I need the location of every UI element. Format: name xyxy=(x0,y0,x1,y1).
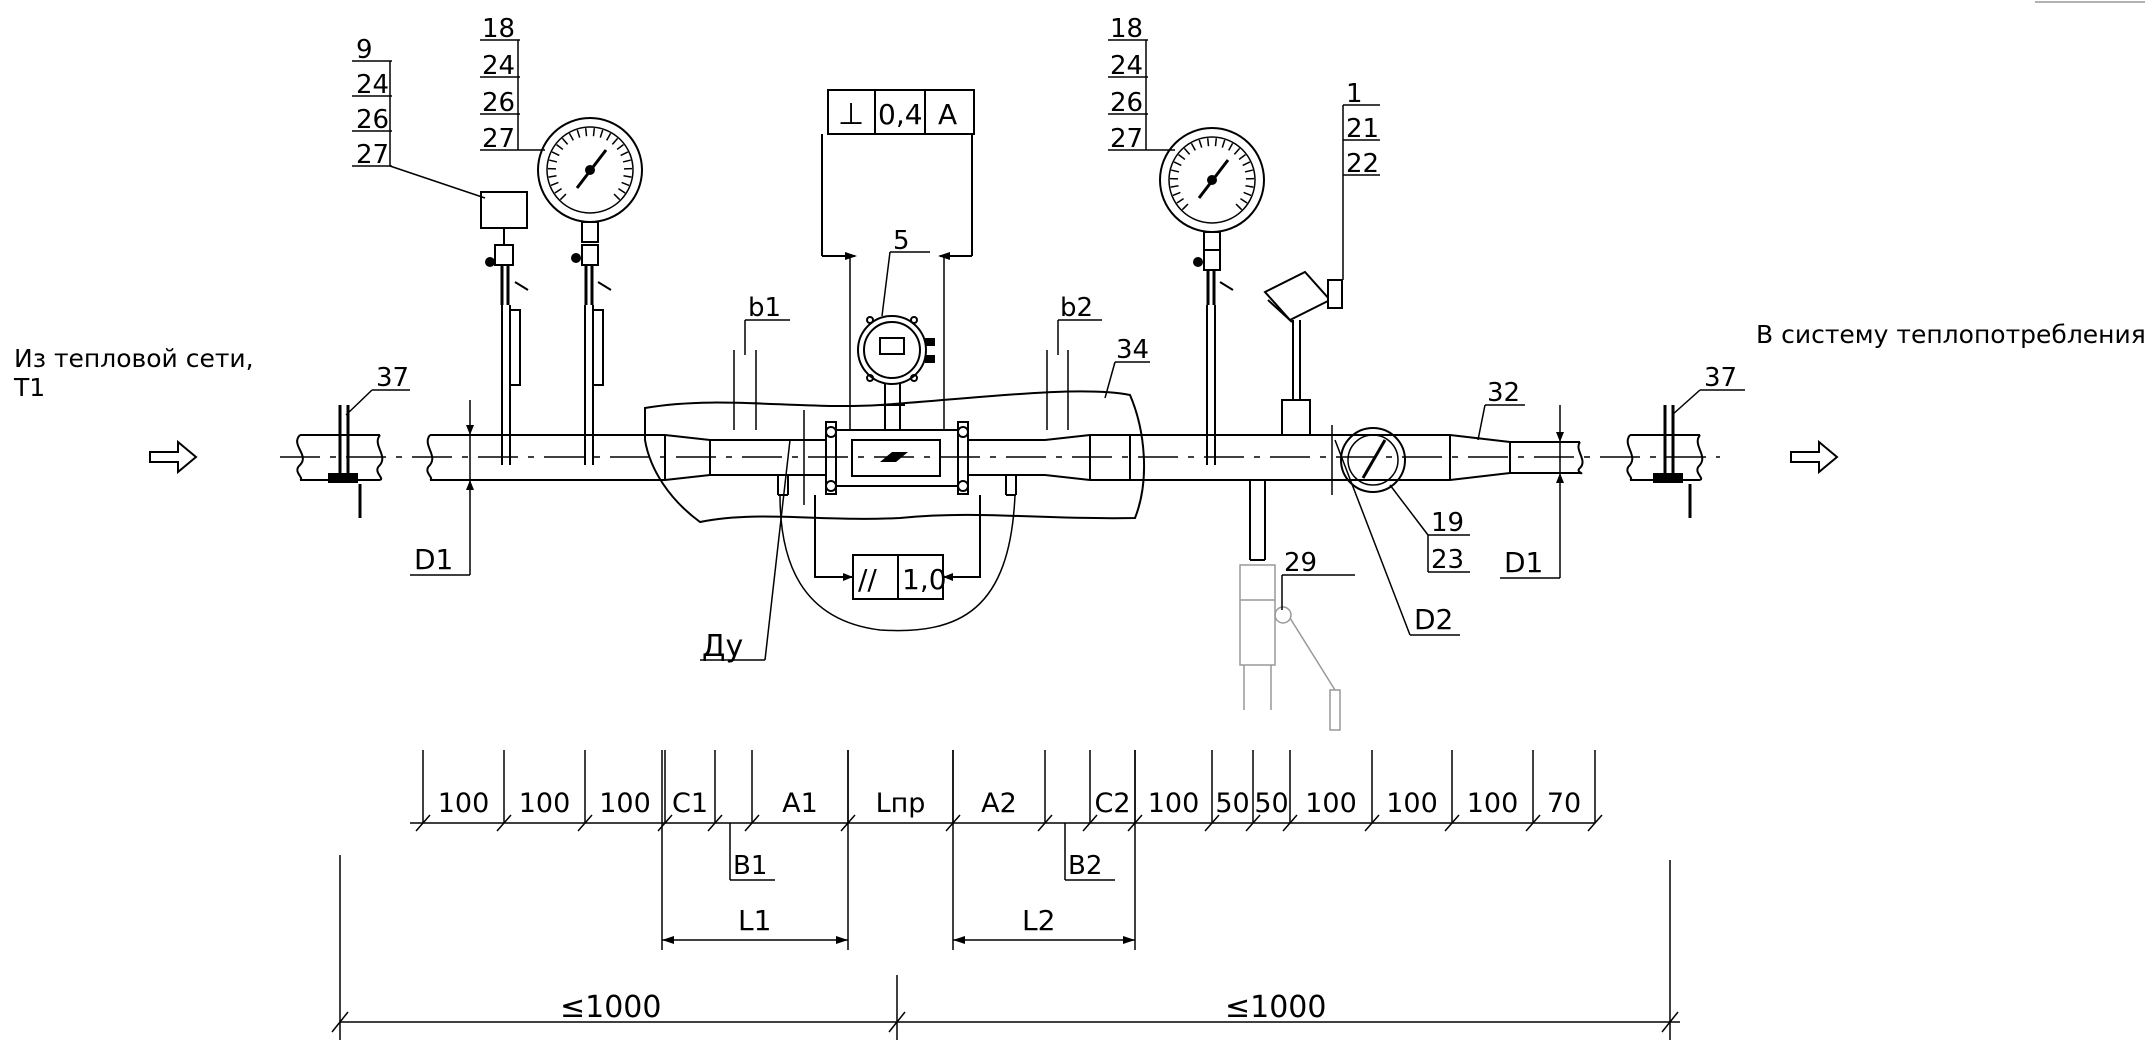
callout-ret-1: 23 xyxy=(1431,545,1464,575)
tol-par-value: 1,0 xyxy=(902,563,947,596)
flowmeter-converter xyxy=(857,315,935,430)
flow-arrow-in-icon xyxy=(149,439,198,475)
callout-tube: 34 xyxy=(1104,335,1150,399)
label-d1-right-group: D1 xyxy=(1500,405,1564,579)
pipe-support-right xyxy=(1653,405,1692,518)
callout-right-gauge-3: 27 xyxy=(1110,124,1143,154)
callout-reducer-label: 32 xyxy=(1487,378,1520,408)
callout-support-left-label: 37 xyxy=(376,363,409,393)
dim-row1-14: 70 xyxy=(1547,788,1581,819)
callout-right-gauge-1: 24 xyxy=(1110,51,1143,81)
tol-perp-value: 0,4 xyxy=(878,98,923,131)
callout-meter-label: 5 xyxy=(893,226,910,256)
tol-par-symbol: // xyxy=(858,563,877,596)
callout-right-gauge: 18 24 26 27 xyxy=(1108,14,1175,154)
dim-l1: L1 xyxy=(738,904,771,937)
dimension-l: L1 L2 xyxy=(661,750,1136,950)
dim-row1-11: 100 xyxy=(1305,788,1357,819)
dimension-total: ≤1000 ≤1000 xyxy=(331,855,1680,1040)
label-b1: b1 xyxy=(748,293,781,323)
callout-support-left: 37 xyxy=(345,363,410,416)
callout-thermo: 1 21 22 xyxy=(1342,79,1380,280)
dim-row1-7: C2 xyxy=(1094,788,1130,819)
dim-row1-5: Lпр xyxy=(876,788,926,819)
dimension-b: B1 B2 xyxy=(729,823,1115,881)
flow-indicator-gauge xyxy=(1340,427,1406,493)
drain-valve xyxy=(1239,564,1341,731)
dim-total-left: ≤1000 xyxy=(560,990,661,1025)
pressure-gauge-right xyxy=(1159,127,1265,465)
callout-meter: 5 xyxy=(881,226,930,317)
callout-valve-label: 29 xyxy=(1284,548,1317,578)
callout-reducer: 32 xyxy=(1477,378,1525,441)
label-b2-group: b2 xyxy=(1046,293,1102,430)
inlet-text: Из тепловой сети, xyxy=(14,344,254,373)
dim-row1-8: 100 xyxy=(1148,788,1200,819)
callout-left-gauge-0: 18 xyxy=(482,14,515,44)
label-b1-group: b1 xyxy=(733,293,790,430)
pipeline xyxy=(280,421,1720,561)
label-b2: b2 xyxy=(1060,293,1093,323)
temperature-sensor xyxy=(1263,270,1343,436)
callout-ret-0: 19 xyxy=(1431,508,1464,538)
callout-thermo-2: 22 xyxy=(1346,149,1379,179)
callout-valve: 29 xyxy=(1281,548,1355,610)
callout-left-group-0: 9 xyxy=(356,35,373,65)
label-d2: D2 xyxy=(1414,603,1453,636)
callout-right-gauge-2: 26 xyxy=(1110,88,1143,118)
pressure-transmitter-left xyxy=(480,191,529,465)
callout-support-right-label: 37 xyxy=(1704,363,1737,393)
callout-tube-label: 34 xyxy=(1116,335,1149,365)
dim-b1: B1 xyxy=(733,851,767,881)
tol-perp-symbol: ⊥ xyxy=(838,97,864,132)
label-d1-left-group: D1 xyxy=(410,400,474,576)
callout-left-group-3: 27 xyxy=(356,140,389,170)
callout-ret: 19 23 xyxy=(1389,484,1470,575)
callout-left-gauge-3: 27 xyxy=(482,124,515,154)
dim-row1-12: 100 xyxy=(1386,788,1438,819)
label-du-group: Ду xyxy=(700,410,805,664)
outlet-text: В систему теплопотребления xyxy=(1756,320,2145,349)
label-du: Ду xyxy=(702,629,743,664)
dim-row1-3: C1 xyxy=(672,788,708,819)
callout-left-group: 9 24 26 27 xyxy=(352,35,486,199)
dim-row1-13: 100 xyxy=(1467,788,1519,819)
tolerance-perpendicularity: ⊥ 0,4 A xyxy=(821,89,975,430)
pipe-support-left xyxy=(328,405,362,518)
pressure-gauge-left xyxy=(537,117,643,465)
callout-thermo-1: 21 xyxy=(1346,114,1379,144)
callout-right-gauge-0: 18 xyxy=(1110,14,1143,44)
callout-thermo-0: 1 xyxy=(1346,79,1363,109)
dim-row1-2: 100 xyxy=(599,788,651,819)
dim-row1-1: 100 xyxy=(519,788,571,819)
dim-row1-10: 50 xyxy=(1254,788,1288,819)
flow-arrow-out-icon xyxy=(1790,439,1839,475)
dim-b2: B2 xyxy=(1068,851,1102,881)
label-d2-group: D2 xyxy=(1331,425,1460,636)
dim-l2: L2 xyxy=(1022,904,1055,937)
dim-row1-4: A1 xyxy=(782,788,818,819)
callout-left-gauge-2: 26 xyxy=(482,88,515,118)
straight-run-outline xyxy=(644,390,1146,524)
inlet-code: T1 xyxy=(13,373,45,402)
dim-total-right: ≤1000 xyxy=(1225,990,1326,1025)
callout-left-group-2: 26 xyxy=(356,105,389,135)
label-d1-right: D1 xyxy=(1504,546,1543,579)
tol-perp-datum: A xyxy=(938,98,957,131)
label-d1-left: D1 xyxy=(414,543,453,576)
tolerance-parallelism: // 1,0 xyxy=(814,495,981,600)
dim-row1-6: A2 xyxy=(981,788,1017,819)
callout-support-right: 37 xyxy=(1671,363,1745,416)
callout-left-gauge-1: 24 xyxy=(482,51,515,81)
datum-arc xyxy=(779,494,1016,632)
callout-left-gauge: 18 24 26 27 xyxy=(480,14,545,154)
dim-row1-0: 100 xyxy=(438,788,490,819)
dim-row1-9: 50 xyxy=(1215,788,1249,819)
callout-left-group-1: 24 xyxy=(356,70,389,100)
